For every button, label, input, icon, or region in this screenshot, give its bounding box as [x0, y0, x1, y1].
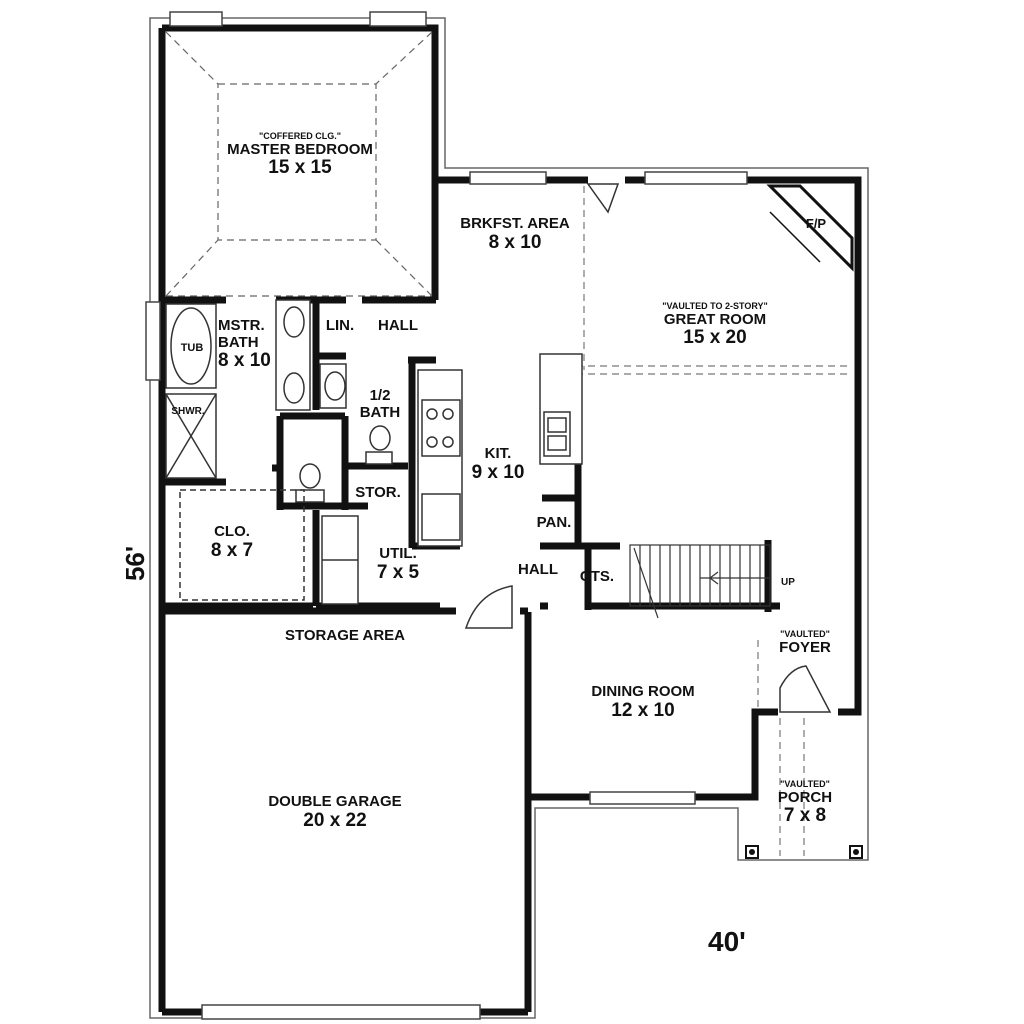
toilet-master: [299, 463, 321, 489]
utility-size: 7 x 5: [376, 561, 420, 583]
linen-text: LIN.: [325, 317, 355, 334]
hall-lower-text: HALL: [518, 561, 558, 578]
foyer-note: "VAULTED": [780, 629, 830, 639]
storage-area-text: STORAGE AREA: [284, 627, 405, 644]
dining-room-label: DINING ROOM 12 x 10: [568, 683, 718, 721]
fireplace: [766, 184, 854, 272]
windows: [145, 11, 748, 1020]
kitchen-label: KIT. 9 x 10: [458, 445, 538, 483]
porch-label: "VAULTED" PORCH 7 x 8: [760, 779, 850, 827]
half-bath-line1: 1/2: [369, 387, 391, 404]
great-room-label: "VAULTED TO 2-STORY" GREAT ROOM 15 x 20: [625, 301, 805, 349]
porch-posts: [745, 845, 863, 859]
mstr-bath-line2: BATH: [218, 333, 259, 351]
foyer-label: "VAULTED" FOYER: [760, 629, 850, 656]
tub-label: TUB: [172, 338, 212, 356]
mstr-bath-size: 8 x 10: [218, 350, 271, 371]
toilet-half-bath: [369, 425, 391, 451]
closet-shelf: [179, 489, 305, 601]
depth-dimension: 56': [120, 545, 151, 582]
double-garage-name: DOUBLE GARAGE: [268, 793, 402, 810]
utility-name: UTIL.: [379, 545, 417, 562]
double-garage-size: 20 x 22: [303, 809, 367, 831]
closet-name: CLO.: [214, 523, 250, 540]
half-bath-line2: BATH: [359, 403, 401, 421]
shower-label: SHWR.: [162, 401, 214, 419]
dining-room-size: 12 x 10: [611, 699, 675, 721]
kitchen-size: 9 x 10: [471, 461, 525, 483]
mstr-bath-label: MSTR. BATH 8 x 10: [218, 317, 298, 372]
doors: [464, 183, 832, 713]
master-bedroom-label: "COFFERED CLG." MASTER BEDROOM 15 x 15: [205, 131, 395, 179]
stor-text: STOR.: [355, 484, 401, 501]
coffered-ceiling: [165, 31, 433, 297]
storage-area-label: STORAGE AREA: [250, 627, 440, 645]
linen-label: LIN.: [318, 317, 362, 335]
brkfst-area-name: BRKFST. AREA: [460, 215, 570, 232]
master-bedroom-size: 15 x 15: [268, 157, 332, 179]
hall-upper-text: HALL: [378, 317, 418, 334]
dashed-lines: [540, 186, 852, 856]
brkfst-area-size: 8 x 10: [488, 231, 542, 253]
closet-label: CLO. 8 x 7: [190, 523, 274, 561]
stor-label: STOR.: [346, 484, 410, 502]
stairs: [629, 544, 771, 619]
porch-note: "VAULTED": [780, 779, 830, 789]
utility-label: UTIL. 7 x 5: [360, 545, 436, 583]
porch-size: 7 x 8: [783, 805, 827, 827]
half-bath-label: 1/2 BATH: [350, 387, 410, 421]
stairs-up-label: UP: [776, 572, 800, 590]
fixtures: [165, 299, 583, 605]
kitchen-name: KIT.: [484, 445, 512, 462]
great-room-name: GREAT ROOM: [663, 310, 767, 328]
master-bedroom-note: "COFFERED CLG.": [258, 131, 342, 141]
closets-text: CTS.: [579, 568, 615, 585]
double-garage-label: DOUBLE GARAGE 20 x 22: [240, 793, 430, 831]
great-room-note: "VAULTED TO 2-STORY": [662, 301, 768, 311]
fireplace-label: F/P: [798, 215, 834, 233]
pantry-text: PAN.: [536, 514, 572, 531]
great-room-size: 15 x 20: [683, 327, 747, 349]
mstr-bath-line1: MSTR.: [218, 317, 265, 334]
porch-name: PORCH: [777, 788, 833, 806]
pantry-label: PAN.: [530, 514, 578, 532]
width-dimension: 40': [708, 926, 746, 957]
brkfst-area-label: BRKFST. AREA 8 x 10: [445, 215, 585, 253]
closets-label: CTS.: [574, 568, 620, 586]
foyer-name: FOYER: [779, 638, 831, 656]
shower-text: SHWR.: [171, 406, 205, 417]
hall-lower-label: HALL: [508, 561, 568, 579]
tub-basin: [170, 307, 212, 385]
fireplace-text: F/P: [805, 216, 827, 231]
closet-size: 8 x 7: [210, 539, 254, 561]
hall-upper-label: HALL: [368, 317, 428, 335]
master-bedroom-name: MASTER BEDROOM: [227, 140, 373, 158]
tub-text: TUB: [180, 342, 204, 354]
dining-room-name: DINING ROOM: [591, 683, 695, 700]
stairs-up-text: UP: [781, 577, 795, 588]
